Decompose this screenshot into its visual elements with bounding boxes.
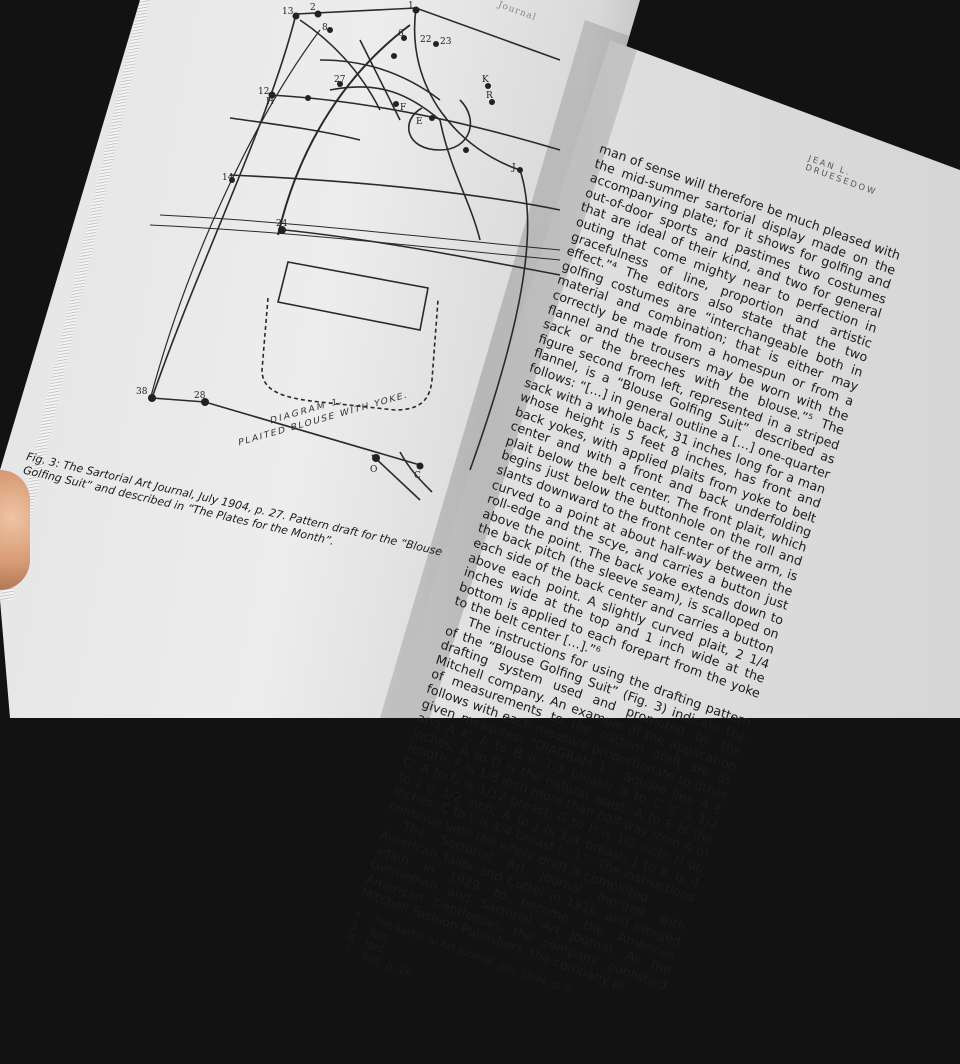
point-label: 2 [310,3,316,13]
point-label: H [266,97,274,107]
point-label: 22 [420,35,431,45]
point-label: 27 [334,75,346,85]
point-label: F [400,103,406,113]
point-label: K [482,75,489,85]
point-label: 6 [398,29,404,39]
thumb [0,470,30,590]
point-label: 23 [440,37,452,47]
point-label: O [370,465,377,475]
point-label: E [416,117,423,127]
point-label: 28 [194,391,206,401]
point-label: 12 [258,87,269,97]
point-label: 24 [276,219,288,229]
point-label: 8 [322,23,328,33]
point-label: 1 [408,1,414,11]
point-label: 13 [282,7,294,17]
point-label: R [486,91,493,101]
point-label: C [414,471,421,481]
point-label: 14 [222,173,234,183]
point-label: J [511,163,516,173]
pattern-draft-diagram: 13 2 8 1 6 22 23 12 H 27 K R F E 14 24 J… [136,1,561,501]
photo-scene: Journal [0,0,960,718]
point-label: 38 [136,387,148,397]
